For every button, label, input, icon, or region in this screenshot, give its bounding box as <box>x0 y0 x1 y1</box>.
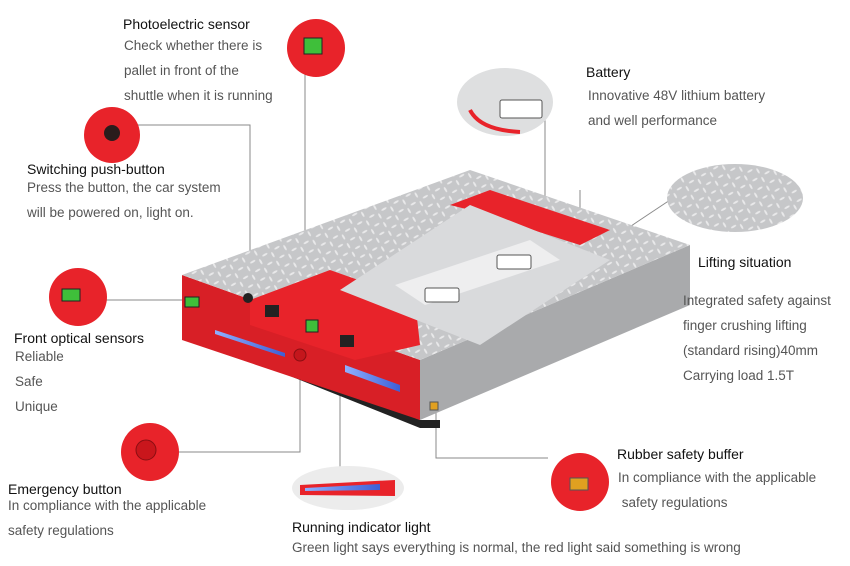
running-light-desc: Green light says everything is normal, t… <box>292 535 741 560</box>
battery-line: Innovative 48V lithium battery <box>588 88 766 103</box>
battery-line: and well performance <box>588 113 718 128</box>
lifting-desc: Integrated safety against finger crushin… <box>683 288 831 388</box>
front-optical-title: Front optical sensors <box>14 330 144 346</box>
lifting-zoom <box>667 164 803 232</box>
running-light-line: Green light says everything is normal, t… <box>292 540 741 555</box>
optical-sensor-zoom <box>49 268 107 326</box>
emergency-desc: In compliance with the applicable safety… <box>8 493 206 543</box>
photoelectric-line: shuttle when it is running <box>124 88 273 103</box>
photoelectric-desc: Check whether there is pallet in front o… <box>124 33 273 108</box>
front-optical-desc: Reliable Safe Unique <box>15 344 64 419</box>
switching-title: Switching push-button <box>27 161 165 177</box>
lifting-line: Integrated safety against <box>683 293 831 308</box>
rubber-line: In compliance with the applicable <box>618 470 817 485</box>
push-button-zoom <box>84 107 140 163</box>
indicator-light-zoom <box>292 466 404 510</box>
emergency-line: In compliance with the applicable <box>8 498 207 513</box>
lifting-line: finger crushing lifting <box>683 318 807 333</box>
emergency-line: safety regulations <box>8 523 114 538</box>
front-optical-line: Reliable <box>15 349 64 364</box>
rubber-desc: In compliance with the applicable safety… <box>618 465 816 515</box>
emergency-button-zoom <box>121 423 179 481</box>
photoelectric-line: Check whether there is <box>124 38 263 53</box>
front-optical-line: Unique <box>15 399 58 414</box>
battery-title: Battery <box>586 64 631 80</box>
lifting-line: Carrying load 1.5T <box>683 368 795 383</box>
battery-zoom <box>457 68 553 136</box>
lifting-line: (standard rising)40mm <box>683 343 819 358</box>
running-light-title: Running indicator light <box>292 519 431 535</box>
emergency-title: Emergency button <box>8 481 122 497</box>
photoelectric-title: Photoelectric sensor <box>123 16 250 32</box>
switching-line: Press the button, the car system <box>27 180 221 195</box>
battery-desc: Innovative 48V lithium battery and well … <box>588 83 765 133</box>
lifting-title: Lifting situation <box>698 254 792 270</box>
rubber-buffer-zoom <box>551 453 609 511</box>
rubber-line: safety regulations <box>618 495 728 510</box>
switching-desc: Press the button, the car system will be… <box>27 175 221 225</box>
rubber-title: Rubber safety buffer <box>617 446 744 462</box>
switching-line: will be powered on, light on. <box>27 205 194 220</box>
photoelectric-sensor-zoom <box>287 19 345 77</box>
front-optical-line: Safe <box>15 374 43 389</box>
photoelectric-line: pallet in front of the <box>124 63 239 78</box>
